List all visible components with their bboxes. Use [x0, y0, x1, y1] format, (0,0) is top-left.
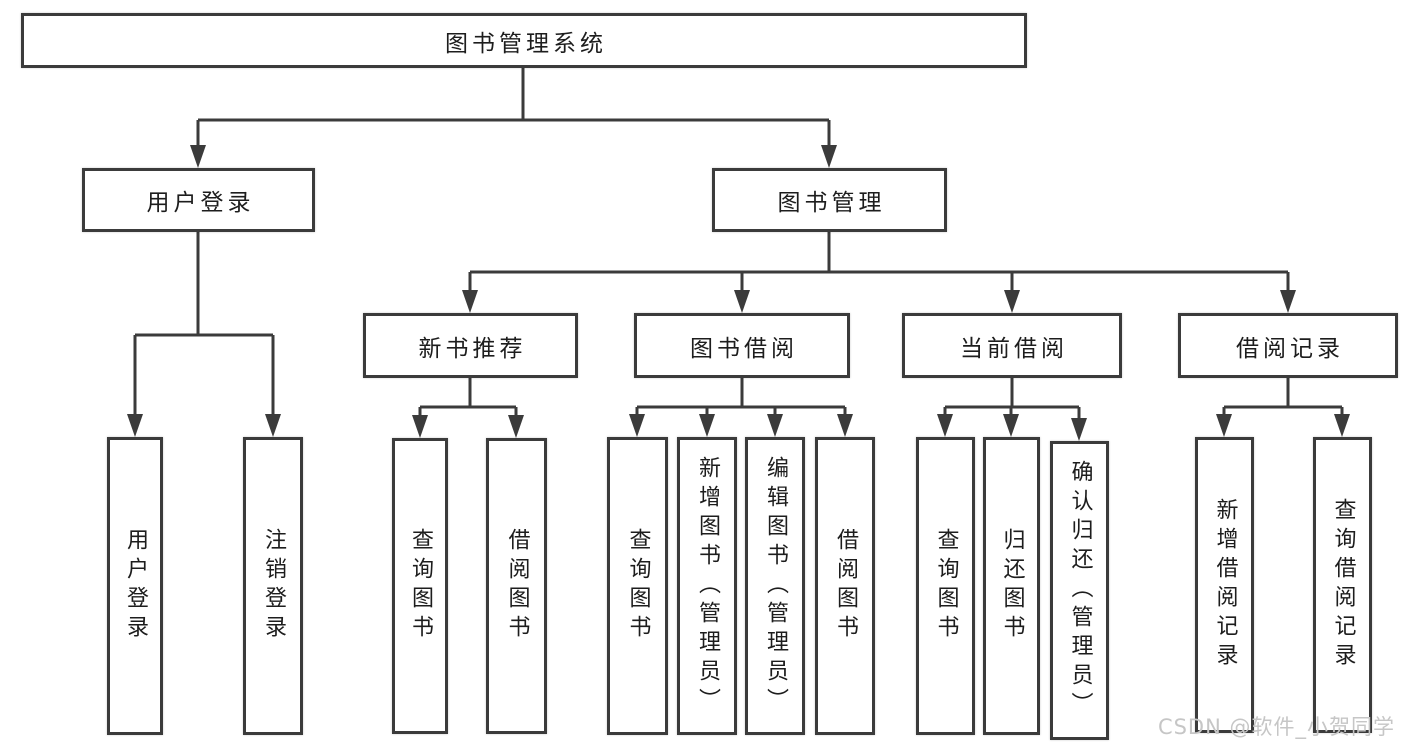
leaf-user-login-label: 用户登录 — [123, 528, 148, 644]
connector-login-to-leaves — [127, 232, 281, 437]
leaf-newbook-borrow-books-label: 借阅图书 — [504, 528, 530, 644]
node-book-management-label: 图书管理 — [777, 190, 886, 216]
connector-currentborrow-to-leaves — [937, 378, 1087, 441]
leaf-newbook-query-books: 查询图书 — [392, 438, 448, 734]
leaf-confirm-return-admin: 确认归还（管理员） — [1050, 441, 1109, 740]
node-current-borrow: 当前借阅 — [902, 313, 1122, 378]
leaf-current-query-books-label: 查询图书 — [933, 528, 959, 644]
connector-bookmgmt-to-level3 — [462, 232, 1296, 313]
connector-bookborrow-to-leaves — [629, 378, 853, 437]
csdn-watermark: CSDN @软件_小贺同学 — [1157, 715, 1395, 739]
leaf-confirm-return-admin-label: 确认归还（管理员） — [1067, 460, 1093, 721]
leaf-return-books: 归还图书 — [983, 437, 1040, 735]
node-book-borrow-label: 图书借阅 — [690, 335, 798, 362]
connector-newbook-to-leaves — [412, 378, 524, 438]
node-borrow-records: 借阅记录 — [1178, 313, 1398, 378]
leaf-user-login: 用户登录 — [107, 437, 163, 735]
node-root: 图书管理系统 — [21, 13, 1027, 68]
connector-root-to-level2 — [190, 68, 837, 168]
node-root-label: 图书管理系统 — [445, 30, 607, 57]
node-book-management: 图书管理 — [712, 168, 947, 232]
node-user-login: 用户登录 — [82, 168, 315, 232]
node-current-borrow-label: 当前借阅 — [960, 335, 1068, 362]
leaf-borrow-query-books: 查询图书 — [607, 437, 668, 735]
leaf-query-borrow-record-label: 查询借阅记录 — [1330, 498, 1356, 672]
leaf-logout-label: 注销登录 — [261, 528, 286, 644]
leaf-query-borrow-record: 查询借阅记录 — [1313, 437, 1372, 733]
node-user-login-label: 用户登录 — [146, 190, 255, 216]
node-new-book-recommend-label: 新书推荐 — [418, 335, 527, 362]
leaf-add-books-admin-label: 新增图书（管理员） — [695, 455, 720, 717]
leaf-add-books-admin: 新增图书（管理员） — [677, 437, 737, 735]
leaf-borrow-query-books-label: 查询图书 — [625, 528, 651, 644]
leaf-edit-books-admin: 编辑图书（管理员） — [745, 437, 805, 735]
leaf-borrow-borrow-books: 借阅图书 — [815, 437, 875, 735]
leaf-borrow-borrow-books-label: 借阅图书 — [833, 528, 858, 644]
leaf-logout: 注销登录 — [243, 437, 303, 735]
node-borrow-records-label: 借阅记录 — [1236, 335, 1344, 362]
leaf-return-books-label: 归还图书 — [999, 528, 1025, 644]
leaf-add-borrow-record: 新增借阅记录 — [1195, 437, 1254, 733]
leaf-current-query-books: 查询图书 — [916, 437, 975, 735]
node-new-book-recommend: 新书推荐 — [363, 313, 578, 378]
leaf-edit-books-admin-label: 编辑图书（管理员） — [763, 455, 788, 717]
node-book-borrow: 图书借阅 — [634, 313, 850, 378]
connector-records-to-leaves — [1216, 378, 1350, 437]
leaf-newbook-query-books-label: 查询图书 — [408, 528, 433, 644]
leaf-add-borrow-record-label: 新增借阅记录 — [1212, 498, 1238, 672]
leaf-newbook-borrow-books: 借阅图书 — [486, 438, 547, 734]
